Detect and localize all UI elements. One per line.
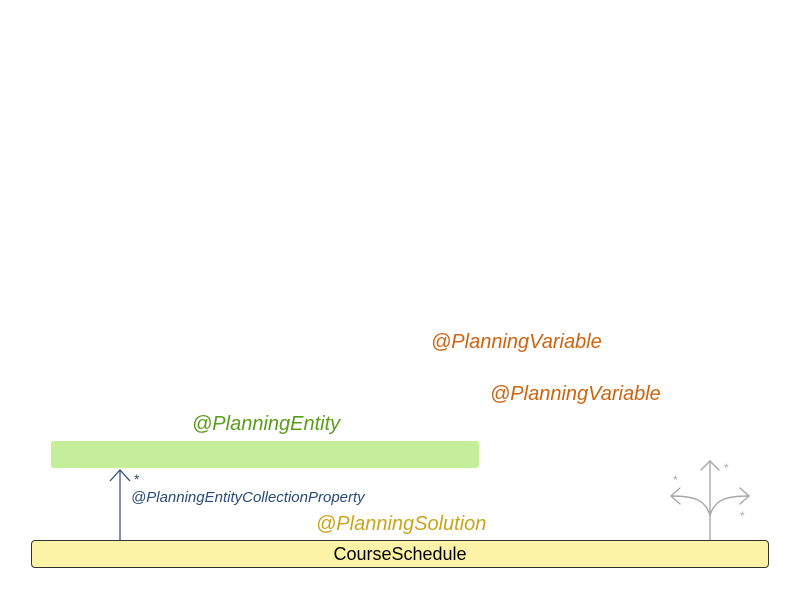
- planning-variable-annotation-1: @PlanningVariable: [431, 331, 602, 353]
- fan-star-right: *: [740, 509, 745, 523]
- planning-entity-collection-property-annotation: @PlanningEntityCollectionProperty: [131, 489, 365, 506]
- solution-class-label: CourseSchedule: [333, 543, 467, 564]
- planning-variable-annotation-2: @PlanningVariable: [490, 383, 661, 405]
- planning-entity-annotation: @PlanningEntity: [192, 413, 341, 435]
- planning-solution-class-box: CourseSchedule: [31, 540, 769, 568]
- fan-star-top: *: [724, 461, 729, 475]
- planning-solution-annotation: @PlanningSolution: [316, 513, 487, 535]
- planning-entity-class-box: [51, 441, 479, 468]
- collection-arrow: [109, 469, 131, 540]
- fan-arrows-icon: [669, 460, 751, 541]
- collection-multiplicity: *: [134, 471, 140, 487]
- fan-star-left: *: [673, 473, 678, 487]
